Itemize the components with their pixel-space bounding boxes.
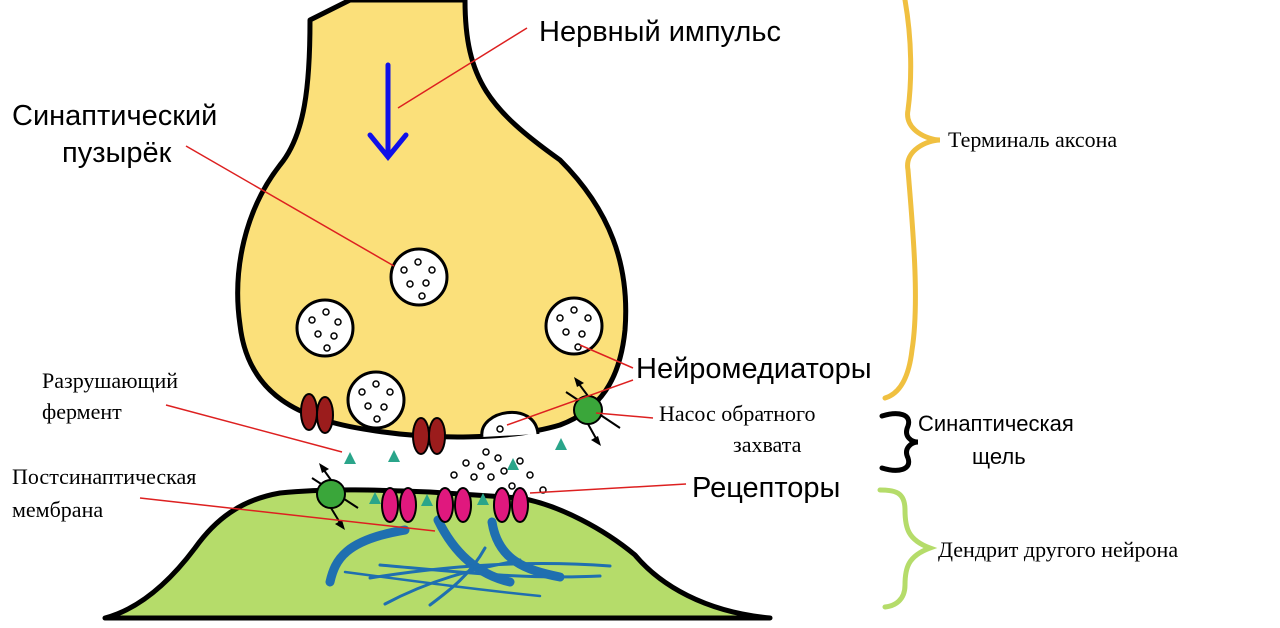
label-dendrite: Дендрит другого нейрона bbox=[938, 537, 1178, 562]
label-postsynaptic-membrane-line1: Постсинаптическая bbox=[12, 464, 196, 489]
label-postsynaptic-membrane-line2: мембрана bbox=[12, 497, 103, 522]
label-neurotransmitters: Нейромедиаторы bbox=[636, 353, 872, 385]
label-synaptic-vesicle-line1: Синаптический bbox=[12, 100, 217, 132]
vesicle bbox=[389, 247, 449, 307]
reuptake-pumps bbox=[311, 377, 621, 530]
receptors bbox=[381, 487, 529, 523]
label-nerve-impulse: Нервный импульс bbox=[539, 16, 781, 48]
leader-lines bbox=[139, 27, 687, 532]
label-axon-terminal: Терминаль аксона bbox=[948, 127, 1117, 152]
label-reuptake-pump-line1: Насос обратного bbox=[659, 401, 815, 426]
vesicle bbox=[346, 370, 406, 430]
dendrite-body bbox=[102, 487, 773, 621]
label-synaptic-vesicle-line2: пузырёк bbox=[62, 137, 172, 169]
dendrite-cytoskeleton bbox=[325, 515, 612, 607]
vesicle bbox=[544, 296, 604, 356]
dendrite-brace bbox=[877, 487, 938, 610]
label-synaptic-cleft-line1: Синаптическая bbox=[918, 411, 1074, 436]
vesicle bbox=[295, 298, 355, 358]
label-reuptake-pump-line2: захвата bbox=[733, 432, 802, 457]
axon-terminal-brace bbox=[882, 0, 941, 401]
degrading-enzymes bbox=[300, 393, 446, 455]
axon-terminal-body bbox=[235, 0, 629, 440]
nerve-impulse-arrow-icon bbox=[367, 62, 409, 161]
label-degrading-enzyme-line1: Разрушающий bbox=[42, 368, 178, 393]
synaptic-cleft-brace bbox=[879, 411, 919, 473]
label-degrading-enzyme-line2: фермент bbox=[42, 399, 122, 424]
label-receptors: Рецепторы bbox=[692, 472, 840, 504]
label-synaptic-cleft-line2: щель bbox=[972, 444, 1026, 469]
synaptic-vesicles bbox=[295, 247, 604, 430]
